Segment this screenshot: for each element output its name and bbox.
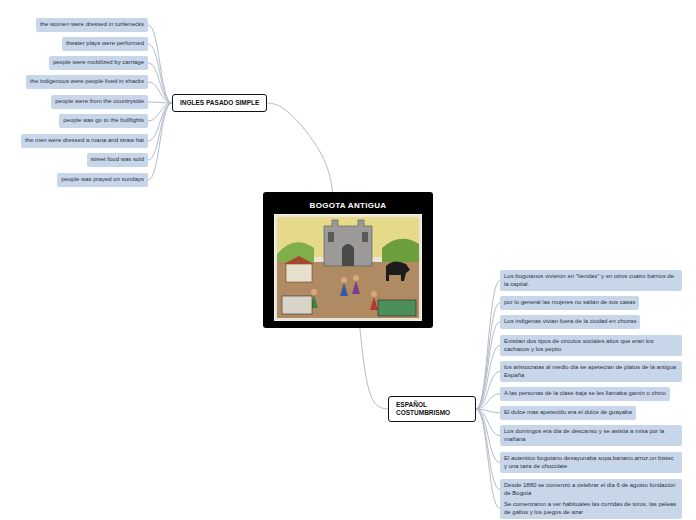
connector-line xyxy=(148,44,172,103)
node-label: people was go to the bullfights xyxy=(63,117,144,125)
connector-line xyxy=(148,82,172,103)
subtopic-box: the women were dressed in turtlenecks xyxy=(36,18,148,32)
node-label: BOGOTA ANTIGUA xyxy=(263,192,433,210)
connector-line xyxy=(476,409,500,490)
node-label: INGLES PASADO SIMPLE xyxy=(180,99,259,107)
connector-line xyxy=(148,102,172,103)
node-label: the men were dressed a ruana and straw h… xyxy=(25,137,144,145)
subtopic-box: El dulce mas apetecido era el dulce de g… xyxy=(500,406,636,420)
branch-topic: INGLES PASADO SIMPLE xyxy=(172,94,267,112)
connector-line xyxy=(360,328,388,409)
central-topic: BOGOTA ANTIGUA xyxy=(263,192,433,328)
subtopic-box: the indigenous were people lived in shac… xyxy=(26,75,148,89)
connector-line xyxy=(148,63,172,103)
subtopic-box: people was prayed on sundays xyxy=(57,173,148,187)
node-label: Existian dos tipos de circulos sociales … xyxy=(504,338,678,353)
connector-line xyxy=(476,372,500,410)
connector-line xyxy=(476,322,500,409)
connector-line xyxy=(476,303,500,409)
connector-line xyxy=(148,103,172,141)
subtopic-box: people were from the countryside xyxy=(51,95,148,109)
node-label: Los bogotanos vivieron en "tiendas" y en… xyxy=(504,273,678,288)
branch-topic: ESPAÑOL COSTUMBRISMO xyxy=(388,396,476,423)
subtopic-box: theater plays were performed xyxy=(62,37,148,51)
connector-line xyxy=(476,409,500,463)
node-label: Los domingos era dia de descanso y se as… xyxy=(504,428,678,443)
subtopic-box: people was go to the bullfights xyxy=(59,114,148,128)
node-label: por lo general las mujeres no salian de … xyxy=(504,299,635,307)
connector-line xyxy=(267,103,332,192)
connector-line xyxy=(476,394,500,409)
node-label: people were mobilized by carriage xyxy=(53,59,144,67)
subtopic-box: street food was sold xyxy=(87,153,148,167)
subtopic-box: los aristocratas al medio dia se apeteci… xyxy=(500,361,682,382)
node-label: street food was sold xyxy=(91,156,144,164)
subtopic-box: por lo general las mujeres no salian de … xyxy=(500,296,639,310)
node-label: people was prayed on sundays xyxy=(61,176,144,184)
node-label: the women were dressed in turtlenecks xyxy=(40,21,144,29)
connector-line xyxy=(148,103,172,160)
subtopic-box: Los bogotanos vivieron en "tiendas" y en… xyxy=(500,270,682,291)
subtopic-box: El autentico bogotano desayunaba sopa,ba… xyxy=(500,452,682,473)
subtopic-box: A las personas de la clase baja se les l… xyxy=(500,387,670,401)
node-label: Se comenzaron a ver habituales las corri… xyxy=(504,501,678,516)
subtopic-box: Existian dos tipos de circulos sociales … xyxy=(500,335,682,356)
node-label: people were from the countryside xyxy=(55,98,144,106)
subtopic-box: people were mobilized by carriage xyxy=(49,56,148,70)
node-label: theater plays were performed xyxy=(66,40,144,48)
subtopic-box: Los indigenas vivian fuera de la ciudad … xyxy=(500,315,640,329)
node-label: the indigenous were people lived in shac… xyxy=(30,78,144,86)
connector-line xyxy=(476,346,500,410)
node-label: El autentico bogotano desayunaba sopa,ba… xyxy=(504,455,678,470)
subtopic-box: the men were dressed a ruana and straw h… xyxy=(21,134,148,148)
subtopic-box: Desde 1880 se comenzó a celebrar el dia … xyxy=(500,479,682,500)
node-label: ESPAÑOL COSTUMBRISMO xyxy=(396,401,468,418)
subtopic-box: Se comenzaron a ver habituales las corri… xyxy=(500,498,682,519)
node-label: El dulce mas apetecido era el dulce de g… xyxy=(504,409,632,417)
node-label: Desde 1880 se comenzó a celebrar el dia … xyxy=(504,482,678,497)
node-label: los aristocratas al medio dia se apeteci… xyxy=(504,364,678,379)
connector-line xyxy=(148,103,172,180)
bogota-illustration xyxy=(274,214,422,321)
connector-line xyxy=(476,281,500,410)
node-label: Los indigenas vivian fuera de la ciudad … xyxy=(504,318,636,326)
connector-line xyxy=(476,409,500,509)
node-label: A las personas de la clase baja se les l… xyxy=(504,390,666,398)
subtopic-box: Los domingos era dia de descanso y se as… xyxy=(500,425,682,446)
connector-line xyxy=(148,25,172,103)
